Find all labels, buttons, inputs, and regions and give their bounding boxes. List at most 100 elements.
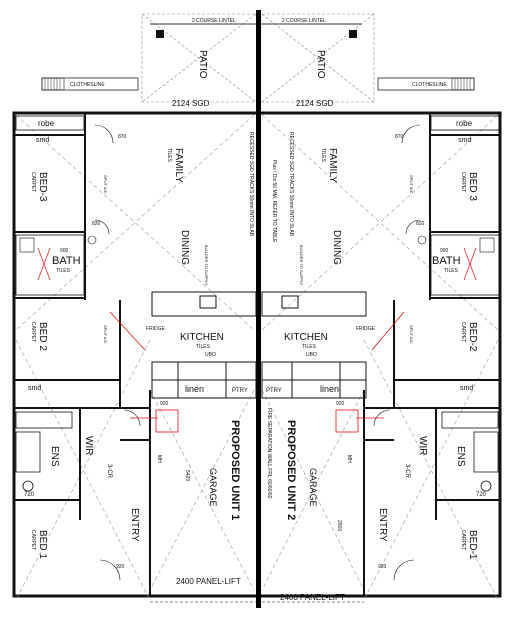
ens-label-right: ENS bbox=[455, 446, 466, 467]
builder-note-left: BUILDER TO SUPPLY bbox=[204, 245, 209, 286]
patio-label-right: PATIO bbox=[315, 50, 326, 79]
dim-720-left: 720 bbox=[24, 492, 35, 498]
door-swings bbox=[94, 124, 421, 581]
three-cr-right: 3-CR bbox=[404, 464, 410, 479]
kitchen-counter-right bbox=[261, 361, 367, 399]
panel-lift-label-right: 2400 PANEL-LIFT bbox=[280, 593, 345, 602]
bath-label-right: BATH bbox=[432, 255, 461, 267]
patio-label-left: PATIO bbox=[197, 50, 208, 79]
unit2-label: PROPOSED UNIT 2 bbox=[285, 420, 297, 520]
builder-note-right: BUILDER TO SUPPLY bbox=[299, 245, 304, 286]
dim-5420: 5420 bbox=[184, 470, 190, 481]
toilet-right bbox=[479, 237, 495, 253]
toilet-left bbox=[19, 237, 35, 253]
dim-920-right: 920 bbox=[336, 401, 345, 407]
carpet-label-bed2-right: CARPET bbox=[460, 322, 466, 342]
family-label-right: FAMILY bbox=[327, 148, 338, 183]
dim-920-entry-right: 920 bbox=[378, 564, 387, 570]
bath-tiles-left: TILES bbox=[56, 268, 71, 274]
split-ac-left-1: SPLIT A/C bbox=[103, 175, 108, 194]
wir-label-right: WIR bbox=[417, 436, 428, 455]
fridge-label-right: FRIDGE bbox=[356, 326, 376, 332]
carpet-label-bed2-left: CARPET bbox=[30, 322, 36, 342]
bed1-label-left: BED 1 bbox=[37, 530, 48, 559]
fridge-label-left: FRIDGE bbox=[146, 326, 166, 332]
plus-note: Plus / Dis 50 MM, REFER TO TABLE bbox=[271, 160, 277, 243]
lintel-label-left: 2 COURSE LINTEL bbox=[192, 18, 236, 24]
kitchen-label-left: KITCHEN bbox=[180, 332, 224, 343]
sgd-label-right: 2124 SGD bbox=[296, 99, 334, 108]
garage-label-left: GARAGE bbox=[208, 468, 218, 507]
entry-label-left: ENTRY bbox=[129, 508, 140, 542]
robe-right bbox=[430, 115, 500, 131]
bed1-label-right: BED-1 bbox=[467, 530, 478, 560]
garage-label-right: GARAGE bbox=[308, 468, 318, 507]
smd-label-right-top: smd bbox=[458, 137, 471, 144]
family-tiles-left: TILES bbox=[166, 148, 172, 163]
bath-tiles-right: TILES bbox=[444, 268, 459, 274]
dining-label-right: DINING bbox=[331, 230, 342, 265]
panel-lift-label-left: 2400 PANEL-LIFT bbox=[176, 577, 241, 586]
bed3-label-left: BED-3 bbox=[37, 172, 48, 202]
ens-fixtures-left bbox=[15, 411, 73, 492]
dim-820-left: 820 bbox=[92, 221, 101, 227]
carpet-label-bed3-right: CARPET bbox=[460, 172, 466, 192]
dining-label-left: DINING bbox=[179, 230, 190, 265]
split-ac-left-2: SPLIT A/C bbox=[103, 325, 108, 344]
family-tiles-right: TILES bbox=[320, 148, 326, 163]
kitchen-bench-left bbox=[151, 291, 257, 317]
kitchen-label-right: KITCHEN bbox=[284, 332, 328, 343]
dim-920-left: 920 bbox=[160, 401, 169, 407]
robe-left bbox=[15, 115, 85, 131]
clothesline-right: CLOTHESLINE bbox=[377, 77, 475, 91]
internal-walls-right bbox=[363, 113, 500, 596]
clothesline-label-left: CLOTHESLINE bbox=[70, 82, 105, 88]
diagonal-guides bbox=[15, 114, 499, 601]
clothesline-left: CLOTHESLINE bbox=[41, 77, 139, 91]
kitchen-tiles-right: TILES bbox=[302, 344, 317, 350]
kitchen-bench-right bbox=[261, 291, 367, 317]
family-label-left: FAMILY bbox=[173, 148, 184, 183]
dim-870-top-left: 870 bbox=[118, 134, 127, 140]
fire-wall-label: FIRE SEPARATION WALL FRL 60/60/60 bbox=[266, 408, 272, 499]
patio-columns bbox=[156, 30, 357, 38]
dim-2900: 2900 bbox=[336, 520, 342, 531]
bed3-label-right: BED 3 bbox=[467, 172, 478, 201]
carpet-label-bed1-right: CARPET bbox=[460, 530, 466, 550]
kitchen-tiles-left: TILES bbox=[196, 344, 211, 350]
pantry-label-right: PTRY bbox=[266, 388, 282, 394]
split-ac-right-1: SPLIT A/C bbox=[409, 175, 414, 194]
fire-separation-wall bbox=[256, 10, 261, 608]
clothesline-label-right: CLOTHESLINE bbox=[412, 82, 447, 88]
dim-900-right: 900 bbox=[440, 248, 449, 254]
ubo-label-right: UBO bbox=[306, 352, 317, 358]
ens-label-left: ENS bbox=[49, 446, 60, 467]
carpet-label-bed1-left: CARPET bbox=[30, 530, 36, 550]
internal-walls-left bbox=[14, 113, 151, 596]
bath-room-right bbox=[430, 234, 500, 296]
unit1-label: PROPOSED UNIT 1 bbox=[229, 420, 241, 520]
dim-820-right: 820 bbox=[416, 221, 425, 227]
basin-left bbox=[87, 235, 97, 245]
robe-label-left: robe bbox=[38, 119, 55, 128]
sgd-label-left: 2124 SGD bbox=[172, 99, 210, 108]
bath-red-notes bbox=[37, 247, 477, 281]
basin-right bbox=[417, 235, 427, 245]
bed2-label-left: BED 2 bbox=[37, 322, 48, 351]
robe-label-right: robe bbox=[456, 119, 473, 128]
three-cr-left: 3-CR bbox=[106, 464, 112, 479]
wir-label-left: WIR bbox=[83, 436, 94, 455]
smd-label-left-bed2: smd bbox=[28, 385, 41, 392]
panel-lift-right bbox=[262, 595, 364, 603]
linen-label-left: linen bbox=[185, 384, 204, 394]
mh-label-right: MH bbox=[346, 455, 352, 463]
bath-room-left bbox=[15, 234, 85, 296]
split-ac-right-2: SPLIT A/C bbox=[409, 325, 414, 344]
bed2-label-right: BED-2 bbox=[467, 322, 478, 352]
smd-label-left-top: smd bbox=[36, 137, 49, 144]
bath-label-left: BATH bbox=[52, 255, 81, 267]
ens-fixtures-right bbox=[441, 411, 499, 492]
red-leader-lines bbox=[109, 311, 405, 433]
recess-note-right: RECESSED SGD TRACKS 30mm INTO SLAB bbox=[288, 132, 294, 237]
